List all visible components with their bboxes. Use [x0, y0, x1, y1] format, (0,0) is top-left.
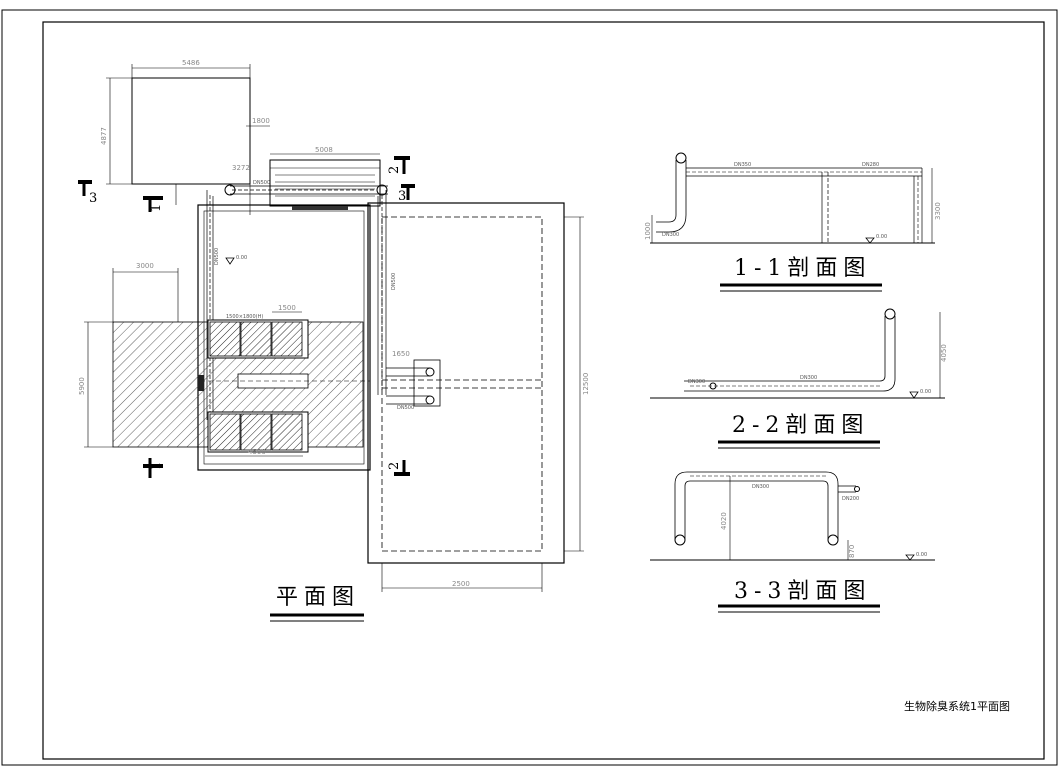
dim-2500: 2500 [452, 580, 470, 588]
svg-text:3: 3 [398, 189, 406, 204]
section-marker-1-bottom: 1 [143, 458, 164, 478]
s1-pipe-c: DN300 [662, 232, 679, 238]
s2-height: 4050 [940, 344, 948, 362]
s3-pipe-side: DN200 [842, 496, 859, 502]
box-label: 1500×1800(H) [226, 314, 263, 320]
pipe-label-dn500-c: DN500 [391, 273, 397, 290]
section-marker-3-right: 3 [398, 184, 415, 204]
s1-height-right: 3300 [934, 202, 942, 220]
dim-5900: 5900 [78, 377, 86, 395]
s2-pipe-a: DN300 [688, 379, 705, 385]
top-equipment [269, 159, 381, 207]
dim-3272: 3272 [232, 164, 250, 172]
pipe-elbow [376, 184, 388, 196]
inner-frame [42, 21, 1045, 760]
pipe-label-dn500-a: DN500 [253, 180, 270, 186]
pipe-label-dn500-b: DN500 [214, 248, 220, 265]
s2-level: 0.00 [920, 389, 931, 395]
s1-pipe-a: DN350 [734, 162, 751, 168]
section-marker-2-top: 2 [387, 156, 410, 174]
pipe-label-dn500-d: DN500 [397, 405, 414, 411]
dim-12500: 12500 [582, 373, 590, 395]
svg-text:1: 1 [149, 204, 164, 212]
section-2-2: DN300 DN300 4050 0.00 2-2剖面图 [650, 308, 948, 449]
s3-height-small: 870 [848, 545, 856, 558]
svg-text:2: 2 [387, 462, 402, 470]
s3-level: 0.00 [916, 552, 927, 558]
pipe-elbow [224, 184, 236, 196]
svg-text:2: 2 [387, 166, 402, 174]
pipe-elbow [425, 395, 435, 405]
dim-4500: 4500 [248, 448, 266, 456]
outer-frame [1, 9, 1058, 766]
s1-height-left: 1000 [644, 222, 652, 240]
section-marker-1-top: 1 [143, 196, 164, 212]
section-marker-3-left: 3 [78, 180, 97, 206]
svg-text:1: 1 [149, 462, 164, 470]
s1-level: 0.00 [876, 234, 887, 240]
large-tank [367, 202, 565, 564]
section-3-3: DN300 DN200 4020 870 0.00 3-3剖面图 [650, 471, 935, 613]
dim-top-height: 4877 [100, 127, 108, 145]
s2-pipe-b: DN300 [800, 375, 817, 381]
s3-height: 4020 [720, 512, 728, 530]
s3-pipe-top: DN300 [752, 484, 769, 490]
dim-1650: 1650 [392, 350, 410, 358]
s1-pipe-b: DN280 [862, 162, 879, 168]
plan-title: 平面图 [276, 585, 360, 610]
dim-1500: 1500 [278, 304, 296, 312]
plan-level: 0.00 [236, 255, 247, 261]
sheet-title: 生物除臭系统1平面图 [904, 699, 1010, 713]
plan-view: 5486 4877 1800 5008 [78, 59, 590, 622]
section-1-1: DN350 DN280 DN300 3300 1000 0.00 1-1剖面图 [644, 152, 942, 292]
svg-text:3: 3 [89, 191, 97, 206]
section-2-title: 2-2剖面图 [732, 413, 869, 438]
dim-1800: 1800 [252, 117, 270, 125]
pipe-elbow [425, 367, 435, 377]
section-3-title: 3-3剖面图 [734, 579, 871, 604]
dim-top-width: 5486 [182, 59, 200, 67]
dim-3000: 3000 [136, 262, 154, 270]
section-marker-2-bottom: 2 [387, 460, 410, 476]
biofilter-units [198, 319, 370, 453]
dim-5008: 5008 [315, 146, 333, 154]
level-marker [225, 257, 235, 265]
section-1-title: 1-1剖面图 [734, 256, 871, 281]
